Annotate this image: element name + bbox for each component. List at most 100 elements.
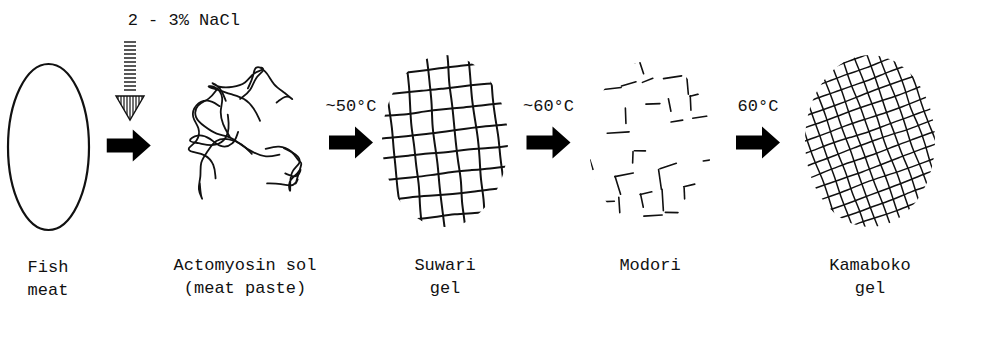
- process-arrow: [107, 130, 151, 162]
- broken-strand: [631, 151, 635, 163]
- broken-strand: [634, 149, 645, 153]
- salt-arrow-head: [116, 96, 144, 120]
- gel-network-figure: [802, 52, 938, 230]
- meat-outline: [6, 62, 91, 232]
- network-strand: [802, 211, 938, 230]
- broken-strand: [713, 225, 714, 230]
- network-strand: [379, 52, 411, 230]
- broken-strand: [617, 197, 621, 212]
- broken-strand: [601, 218, 619, 223]
- edge-label: 2 - 3% NaCl: [126, 10, 242, 31]
- hatch-line: [124, 61, 136, 62]
- gel-network-figure: [379, 52, 511, 230]
- network-strand: [802, 52, 860, 230]
- broken-strand: [684, 184, 695, 187]
- broken-strand: [693, 115, 710, 118]
- hatch-line: [124, 69, 136, 70]
- broken-strand: [708, 201, 714, 207]
- broken-strand: [690, 224, 713, 230]
- gel-network: [379, 52, 511, 230]
- broken-strand: [668, 99, 670, 112]
- broken-strand: [598, 199, 614, 204]
- network-strand: [802, 52, 804, 230]
- network-strand: [866, 52, 938, 230]
- hatch-line: [124, 41, 136, 42]
- network-strand: [802, 53, 938, 171]
- network-strand: [395, 52, 432, 230]
- broken-strand: [594, 70, 598, 80]
- stage-label: Modori: [619, 254, 680, 277]
- network-strand: [889, 52, 938, 230]
- network-strand: [379, 92, 511, 129]
- network-strand: [379, 197, 511, 230]
- broken-strand: [671, 120, 683, 122]
- network-strand: [478, 52, 511, 230]
- network-strand: [379, 52, 390, 230]
- broken-strand: [708, 66, 714, 70]
- network-strand: [802, 52, 938, 58]
- stage-node: Suwari gel: [379, 52, 511, 300]
- process-arrow: [329, 127, 373, 159]
- salt-addition-arrow: [116, 42, 144, 120]
- broken-strand: [685, 76, 690, 94]
- stage-label: Fish meat: [18, 256, 78, 302]
- stage-node: Kamaboko gel: [802, 52, 938, 300]
- broken-strand: [665, 210, 678, 215]
- network-strand: [802, 222, 938, 230]
- broken-strand: [646, 102, 660, 106]
- hatch-line: [124, 65, 136, 66]
- gel-network: [802, 52, 938, 230]
- broken-strand: [639, 61, 643, 74]
- actomyosin-strands: [180, 58, 310, 230]
- network-strand: [934, 52, 938, 230]
- protein-strand: [266, 147, 302, 186]
- hatch-line: [124, 49, 136, 50]
- broken-strand: [688, 96, 692, 110]
- broken-strand: [642, 78, 653, 82]
- network-strand: [802, 143, 938, 230]
- broken-strand: [586, 90, 596, 94]
- broken-strand: [623, 108, 628, 123]
- gel-network-figure: [586, 58, 714, 230]
- hatch-line: [124, 57, 136, 58]
- broken-strand: [591, 58, 595, 62]
- stage-label: Suwari gel: [405, 254, 485, 300]
- network-strand: [802, 52, 906, 230]
- network-strand: [802, 188, 938, 230]
- gel-network: [586, 58, 714, 230]
- broken-strand: [644, 213, 662, 218]
- broken-strand: [660, 189, 666, 210]
- edge-label: 60°C: [736, 96, 781, 117]
- meat-outline-ellipse: [8, 64, 89, 230]
- stage-label: Kamaboko gel: [820, 254, 920, 300]
- broken-strand: [615, 176, 620, 195]
- broken-strand: [703, 158, 714, 162]
- broken-strand: [640, 192, 652, 195]
- network-strand: [379, 134, 511, 172]
- protein-strand: [240, 68, 292, 103]
- broken-strand: [641, 194, 644, 207]
- stage-node: Modori: [586, 58, 714, 277]
- broken-strand: [659, 163, 676, 168]
- edge-label: ~50°C: [323, 96, 378, 117]
- hatch-line: [124, 53, 136, 54]
- protein-strand: [209, 86, 260, 136]
- network-strand: [802, 154, 938, 230]
- network-strand: [379, 176, 511, 214]
- network-strand: [802, 165, 938, 230]
- protein-strand: [199, 139, 252, 199]
- network-strand: [802, 52, 849, 230]
- broken-strand: [593, 179, 598, 198]
- network-strand: [416, 52, 453, 230]
- network-strand: [912, 52, 938, 230]
- network-strand: [802, 86, 938, 204]
- network-strand: [499, 52, 511, 230]
- stage-node: Actomyosin sol (meat paste): [167, 58, 323, 300]
- network-strand: [923, 52, 938, 230]
- broken-strand: [586, 225, 591, 227]
- broken-strand: [711, 91, 714, 94]
- hatch-line: [124, 77, 136, 78]
- broken-strand: [615, 173, 634, 177]
- hatch-line: [124, 73, 136, 74]
